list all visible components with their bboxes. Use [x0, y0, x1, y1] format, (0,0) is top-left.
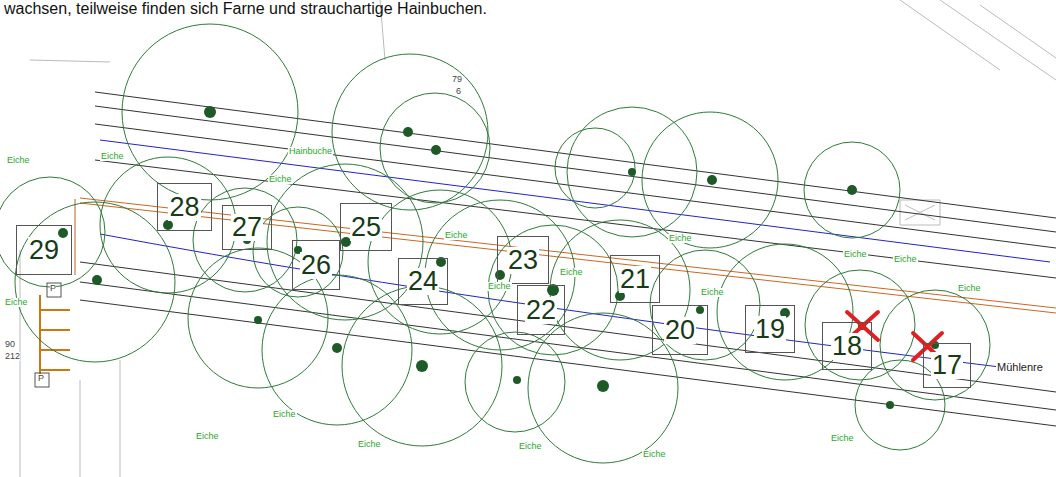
tree-species: Eiche — [195, 432, 220, 441]
tree-species: Eiche — [357, 440, 382, 449]
callout-number: 18 — [831, 333, 863, 360]
parcel-number: 6 — [456, 87, 461, 96]
callout-number: 17 — [931, 352, 963, 379]
parking-symbol: P — [50, 284, 56, 293]
tree-species: Eiche — [6, 156, 31, 165]
tree-species: Eiche — [700, 288, 725, 297]
callout-number: 28 — [168, 194, 200, 221]
tree-species: Eiche — [559, 268, 584, 277]
tree-number-box: 17 — [923, 343, 971, 388]
caption-text: wachsen, teilweise finden sich Farne und… — [4, 1, 487, 18]
tree-species: Eiche — [444, 231, 469, 240]
callout-number: 23 — [507, 247, 539, 274]
parcel-number: 212 — [5, 352, 20, 361]
tree-species: Eiche — [642, 450, 667, 459]
tree-species: Eiche — [487, 282, 512, 291]
callout-number: 20 — [664, 317, 696, 344]
tree-species: Eiche — [518, 442, 543, 451]
tree-number-box: 22 — [517, 285, 565, 335]
tree-number-box: 19 — [745, 305, 795, 353]
tree-number-box: 21 — [610, 255, 660, 303]
tree-species: Eiche — [4, 298, 29, 307]
tree-species: Eiche — [830, 434, 855, 443]
tree-species: Eiche — [272, 410, 297, 419]
tree-number-box: 27 — [222, 205, 272, 250]
tree-number-box: 26 — [292, 240, 340, 290]
tree-number-box: 28 — [157, 183, 212, 231]
tree-species: Eiche — [957, 284, 982, 293]
tree-species: Hainbuche — [288, 147, 333, 156]
tree-species: Eiche — [100, 152, 125, 161]
callout-number: 27 — [231, 214, 263, 241]
callout-number: 26 — [300, 252, 332, 279]
callout-number: 25 — [350, 214, 382, 241]
tree-number-box: 20 — [652, 305, 708, 355]
parcel-number: 79 — [452, 75, 462, 84]
street-name: Mühlenre — [996, 362, 1044, 374]
tree-number-box: 23 — [497, 236, 549, 284]
tree-number-box: 24 — [398, 258, 448, 305]
tree-species: Eiche — [268, 175, 293, 184]
tree-number-box: 18 — [822, 322, 872, 370]
parking-symbol: P — [38, 374, 44, 383]
callout-number: 19 — [754, 316, 786, 343]
callout-number: 21 — [619, 266, 651, 293]
tree-species: Eiche — [893, 255, 918, 264]
tree-number-box: 25 — [340, 203, 392, 251]
callout-number: 29 — [28, 237, 60, 264]
tree-species: Eiche — [843, 250, 868, 259]
tree-number-box: 29 — [16, 225, 72, 275]
callout-number: 22 — [525, 297, 557, 324]
parcel-number: 90 — [5, 340, 15, 349]
tree-species: Eiche — [668, 234, 693, 243]
callout-number: 24 — [407, 268, 439, 295]
